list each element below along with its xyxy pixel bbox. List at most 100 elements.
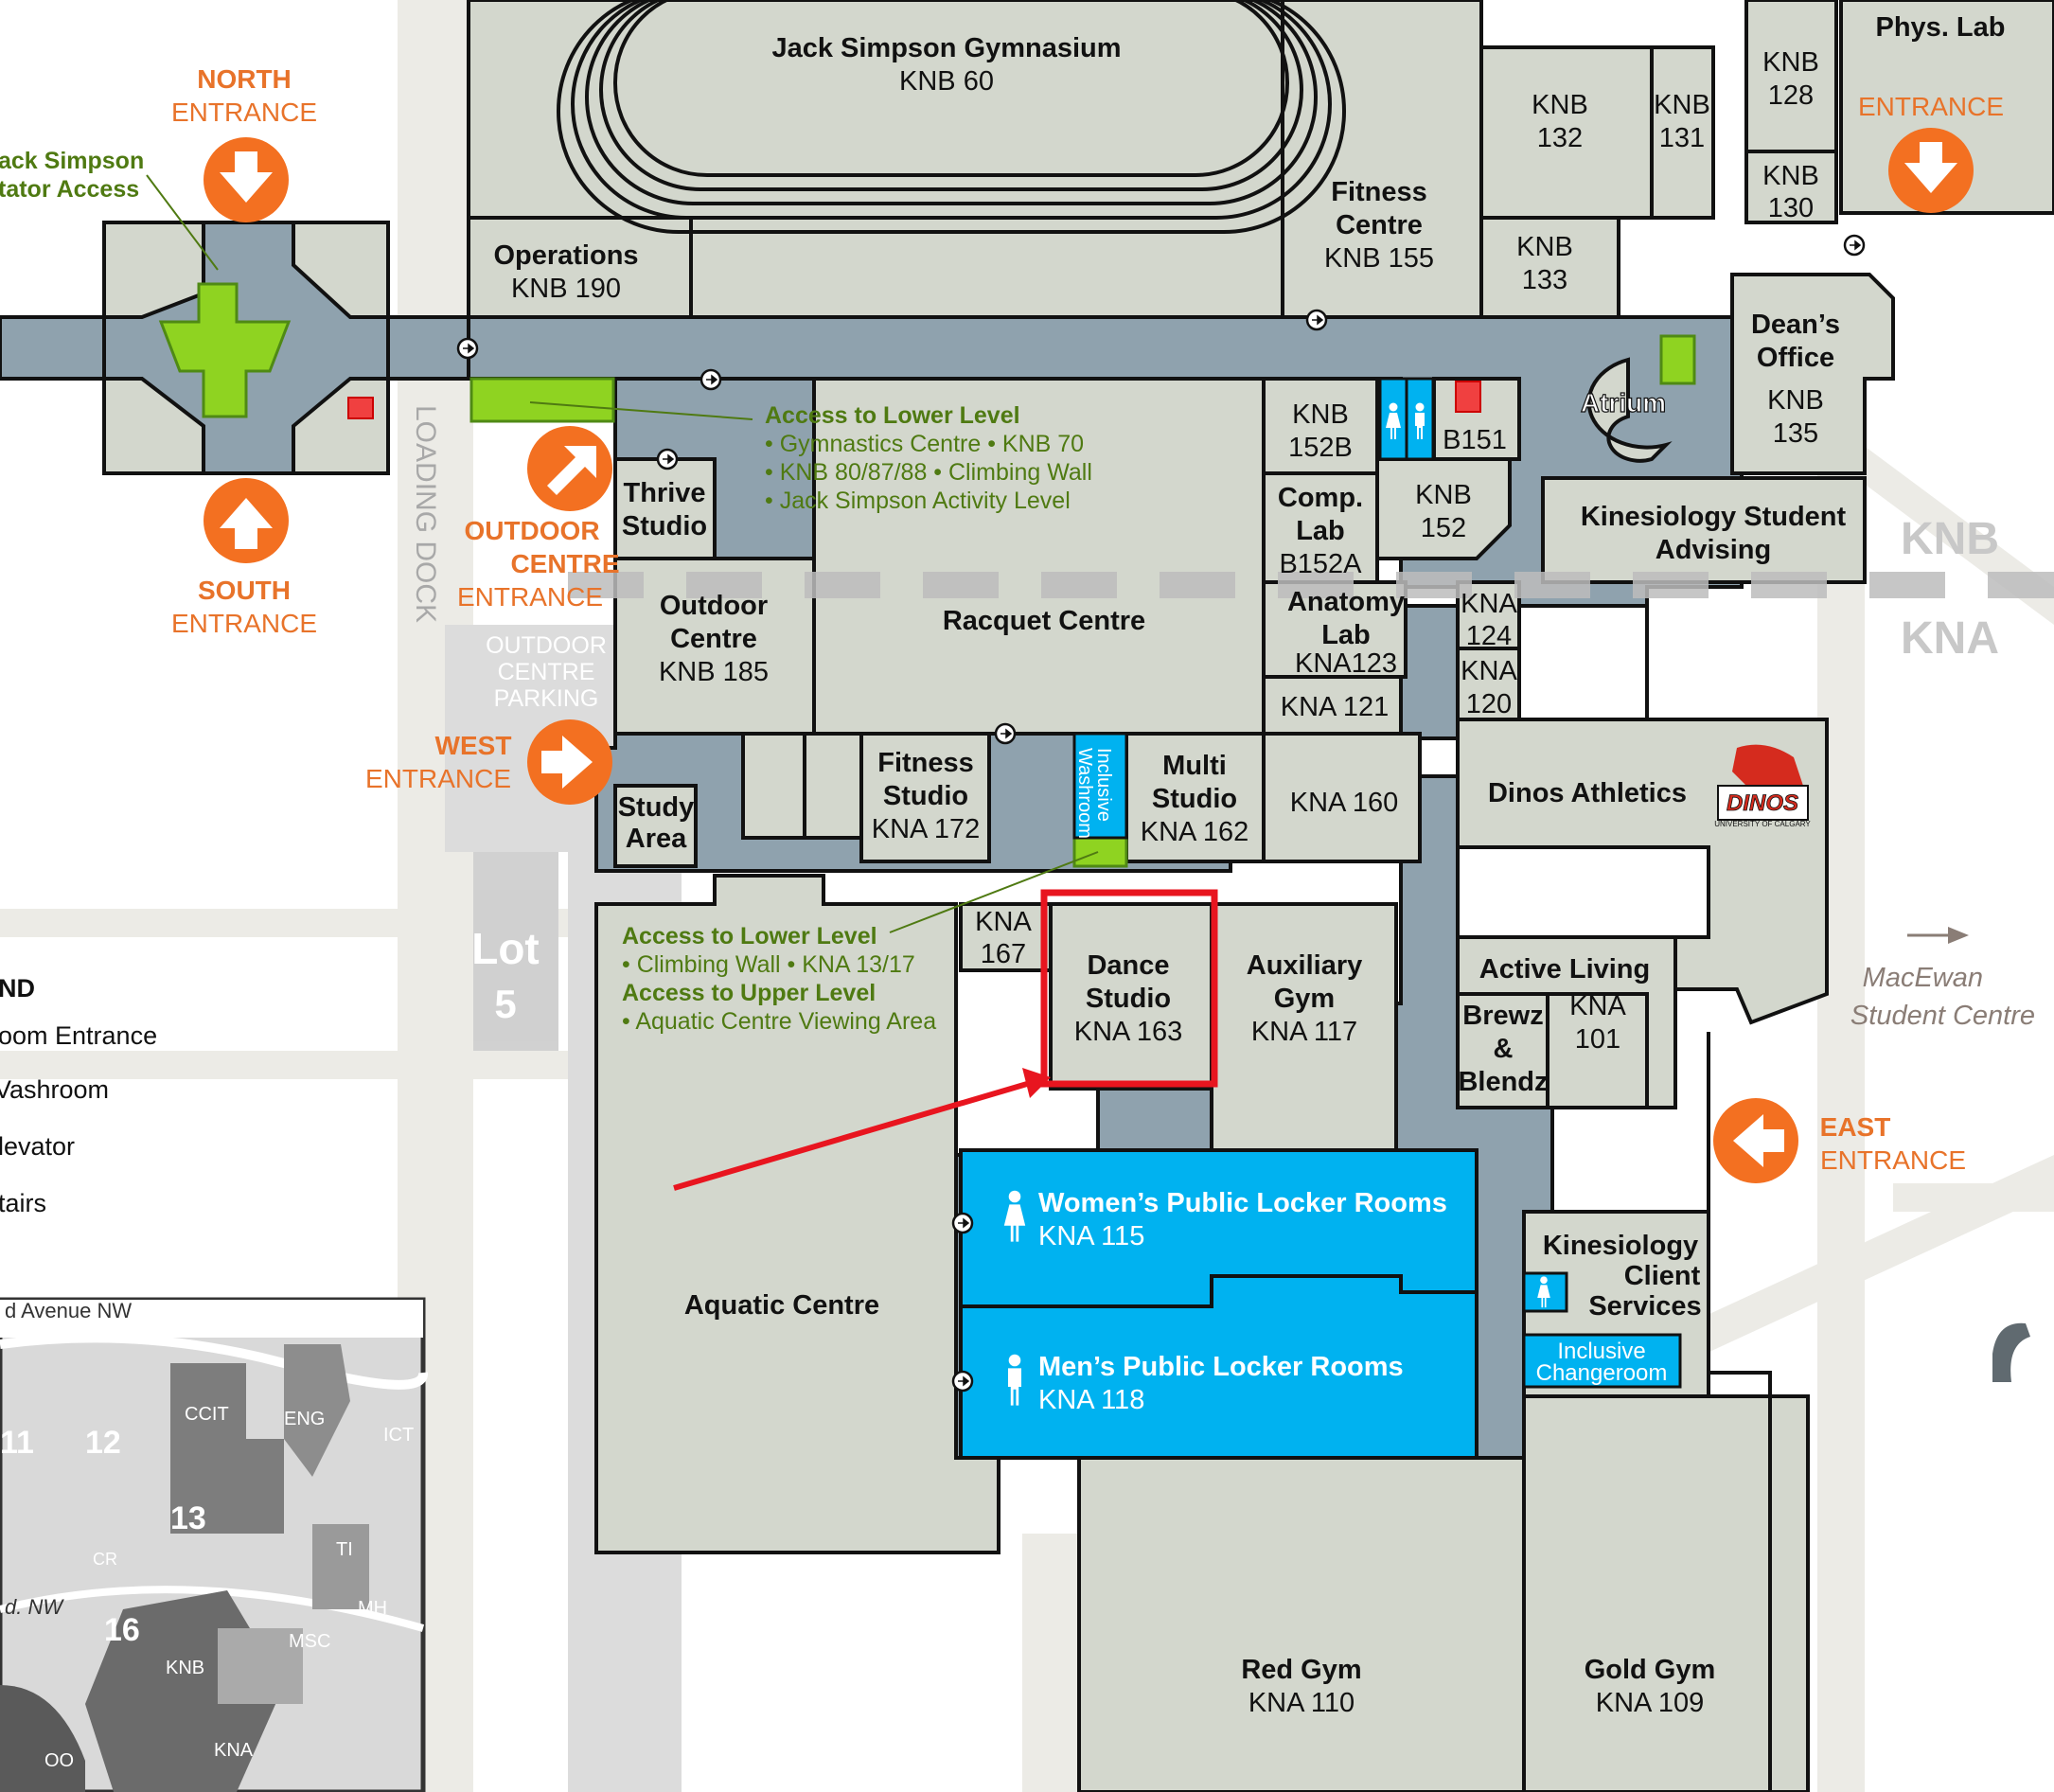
atrium-label: Atrium bbox=[1581, 388, 1666, 417]
inset-label-ti: TI bbox=[336, 1539, 353, 1560]
gym-code: KNB 60 bbox=[899, 66, 994, 97]
deans-office-l3: KNB bbox=[1767, 385, 1824, 416]
gold-gym-name: Gold Gym bbox=[1585, 1655, 1716, 1685]
inset-label-mh: MH bbox=[358, 1598, 387, 1619]
inset-street-1: d Avenue NW bbox=[5, 1299, 132, 1322]
kna-121 bbox=[1262, 675, 1403, 736]
kna-160 bbox=[1262, 732, 1422, 863]
washroom-knb bbox=[1378, 377, 1481, 461]
door-icon bbox=[951, 1212, 974, 1234]
knb-152-l2: 152 bbox=[1421, 513, 1466, 543]
door-icon bbox=[456, 337, 479, 360]
parking-lot-5: Lot 5 bbox=[471, 890, 557, 1041]
thrive-l2: Studio bbox=[622, 511, 707, 541]
west-entrance-arrow-icon[interactable] bbox=[527, 719, 612, 805]
legend-item-2: Vashroom bbox=[0, 1075, 109, 1104]
anatomy-lab-l3: KNA123 bbox=[1295, 648, 1397, 679]
building-label-knb: KNB bbox=[1901, 514, 1999, 564]
fitness-studio-l3: KNA 172 bbox=[872, 814, 980, 844]
dinos-logo-text: DINOS bbox=[1726, 790, 1798, 816]
knb-131-l1: KNB bbox=[1654, 90, 1710, 120]
access-annotations: ack Simpson tator Access Access to Lower… bbox=[0, 148, 1092, 1035]
inset-map: d Avenue NW d. NW 11 12 13 16 CCIT ENG I… bbox=[0, 1297, 428, 1792]
mens-locker-name: Men’s Public Locker Rooms bbox=[1038, 1352, 1404, 1382]
access-lower-top-item-1: • Gymnastics Centre • KNB 70 bbox=[765, 431, 1084, 457]
study-area bbox=[613, 784, 698, 868]
macewan-l2: Student Centre bbox=[1850, 1001, 2035, 1031]
east-entrance-arrow-icon[interactable] bbox=[1713, 1098, 1798, 1183]
kin-advising-l1: Kinesiology Student bbox=[1581, 502, 1847, 532]
legend-item-1: oom Entrance bbox=[0, 1021, 157, 1050]
door-icon bbox=[951, 1370, 974, 1393]
active-living-label: Active Living bbox=[1479, 954, 1651, 985]
dance-studio bbox=[1049, 902, 1213, 1091]
knb-152-l1: KNB bbox=[1415, 480, 1472, 510]
north-entrance-l1: NORTH bbox=[197, 64, 292, 94]
kna-124-l1: KNA bbox=[1461, 589, 1517, 619]
highlight bbox=[673, 889, 1218, 1191]
aux-gym-l3: KNA 117 bbox=[1251, 1017, 1357, 1047]
kin-advising-l2: Advising bbox=[1656, 535, 1771, 565]
south-entrance-arrow-icon[interactable] bbox=[204, 478, 289, 563]
kna-121-label: KNA 121 bbox=[1281, 692, 1389, 722]
anatomy-lab-l1: Anatomy bbox=[1287, 587, 1405, 617]
knb-152b-l2: 152B bbox=[1288, 433, 1353, 463]
aux-gym-l2: Gym bbox=[1274, 984, 1335, 1014]
east-entrance-l2: ENTRANCE bbox=[1820, 1145, 1966, 1175]
inset-street-2: d. NW bbox=[5, 1595, 64, 1619]
knb-130 bbox=[1744, 150, 1838, 224]
thrive-studio bbox=[613, 457, 717, 560]
dinos-logo-subtext: UNIVERSITY OF CALGARY bbox=[1714, 820, 1811, 828]
deans-office-l2: Office bbox=[1757, 343, 1834, 373]
west-entrance-l1: WEST bbox=[435, 731, 512, 760]
aquatic-centre-label: Aquatic Centre bbox=[684, 1290, 879, 1321]
macewan-l1: MacEwan bbox=[1863, 963, 1983, 993]
racquet-centre bbox=[812, 377, 1266, 736]
fitness-centre-l1: Fitness bbox=[1331, 177, 1427, 207]
outdoor-centre-l1: Outdoor bbox=[660, 591, 768, 621]
brewz-l3: Blendz bbox=[1458, 1067, 1548, 1097]
kin-client-l3: Services bbox=[1588, 1291, 1701, 1322]
red-gym-name: Red Gym bbox=[1241, 1655, 1361, 1685]
outdoor-parking: OUTDOOR CENTRE PARKING bbox=[486, 632, 607, 712]
inset-label-13: 13 bbox=[170, 1500, 206, 1536]
inset-label-oo: OO bbox=[44, 1750, 74, 1771]
spectator-access-l2: tator Access bbox=[0, 176, 139, 203]
gold-gym bbox=[1522, 1394, 1810, 1792]
access-markers bbox=[146, 174, 1128, 933]
dinos-logo: DINOS UNIVERSITY OF CALGARY bbox=[1714, 744, 1811, 828]
knb-131 bbox=[1650, 45, 1715, 220]
north-entrance-arrow-icon[interactable] bbox=[204, 137, 289, 222]
kna-167-l2: 167 bbox=[981, 939, 1026, 969]
knb-128 bbox=[1744, 0, 1838, 172]
top-right-entrance: ENTRANCE bbox=[1858, 92, 2004, 121]
womens-locker-code: KNA 115 bbox=[1038, 1221, 1144, 1251]
dinos-white-box bbox=[1456, 845, 1710, 939]
door-icon bbox=[1305, 309, 1328, 331]
top-right-entrance-arrow-icon[interactable] bbox=[1888, 128, 1974, 213]
knb-128-l1: KNB bbox=[1762, 47, 1819, 78]
fitness-studio bbox=[859, 732, 991, 863]
fitness-studio-l2: Studio bbox=[883, 781, 968, 811]
mens-locker-code: KNA 118 bbox=[1038, 1385, 1144, 1415]
knb-131-l2: 131 bbox=[1659, 123, 1705, 153]
access-upper-title: Access to Upper Level bbox=[622, 980, 876, 1006]
kna-167-l1: KNA bbox=[975, 907, 1032, 937]
kin-student-advising bbox=[1541, 476, 1867, 584]
room-labels: Jack Simpson Gymnasium KNB 60 Operations… bbox=[493, 12, 2005, 1718]
outdoor-centre-entrance-arrow-icon[interactable] bbox=[527, 426, 612, 511]
door-icon bbox=[656, 448, 679, 470]
phys-lab: Phys. Lab bbox=[1876, 12, 2006, 43]
knb-133-l2: 133 bbox=[1522, 265, 1567, 295]
knb-132 bbox=[1479, 45, 1654, 220]
inclusive-changeroom-l2: Changeroom bbox=[1536, 1360, 1668, 1386]
kna-101-l1: KNA bbox=[1569, 991, 1626, 1021]
inset-label-eng: ENG bbox=[284, 1409, 325, 1429]
kna-101-l2: 101 bbox=[1575, 1024, 1620, 1055]
lot-label: Lot bbox=[471, 924, 540, 973]
inclusive-washroom-l2: Washroom bbox=[1074, 748, 1095, 839]
kna-120-l1: KNA bbox=[1461, 656, 1517, 686]
knb-130-l2: 130 bbox=[1768, 193, 1814, 223]
kin-client-l2: Client bbox=[1624, 1261, 1701, 1291]
multi-studio bbox=[1124, 732, 1266, 863]
